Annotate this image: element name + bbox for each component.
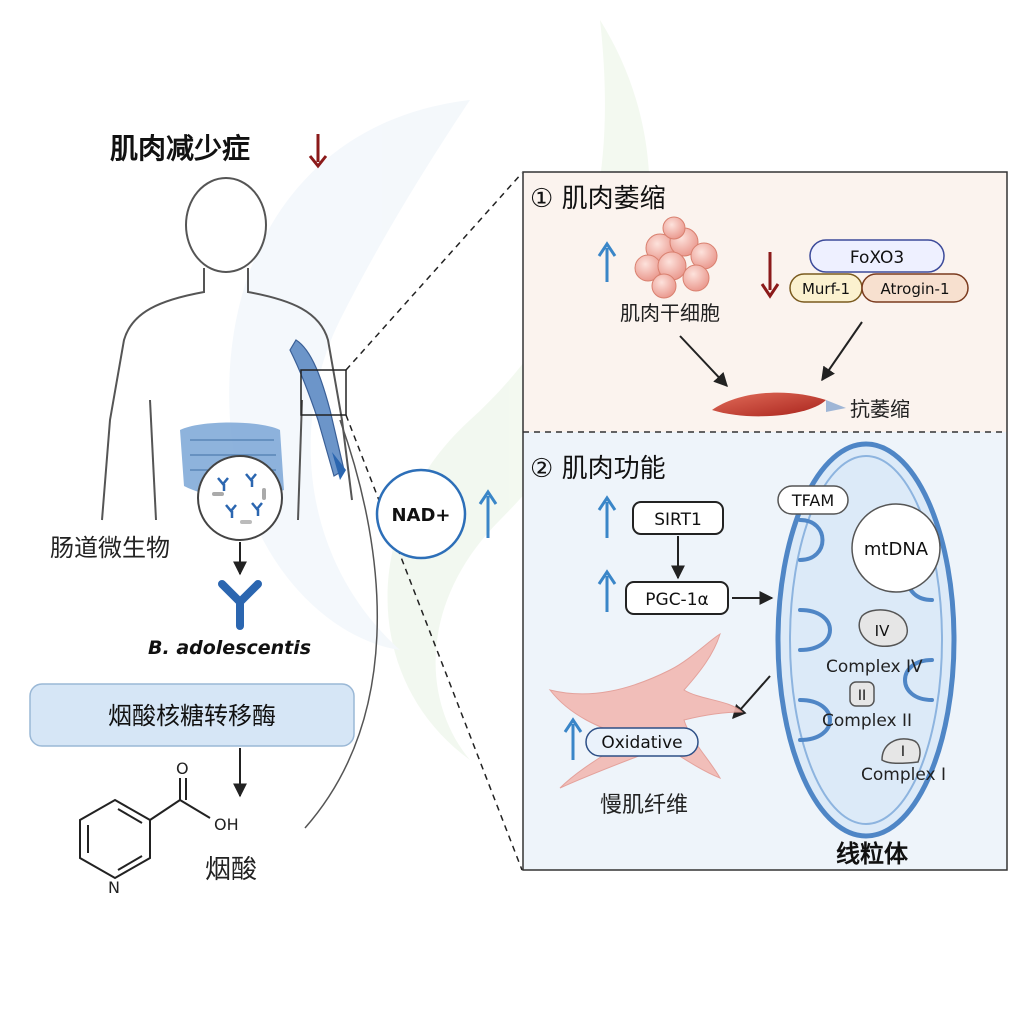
function-section-title: ② 肌肉功能 (530, 454, 666, 484)
gut-microbiota-label: 肠道微生物 (50, 534, 170, 562)
stem-cell-up-arrow-icon (597, 241, 617, 282)
mtdna-label: mtDNA (864, 539, 929, 560)
niacin-label: 烟酸 (205, 855, 257, 885)
foxo3-label: FoXO3 (850, 248, 904, 268)
tfam-box: TFAM (777, 485, 849, 515)
niacin-hydroxyl: OH (214, 815, 239, 834)
complex-iv-label: Complex IV (826, 657, 923, 677)
murf1-box: Murf-1 (789, 273, 863, 303)
complex-ii-label: Complex II (822, 711, 912, 731)
niacin-ring-n: N (108, 878, 120, 897)
tfam-label: TFAM (791, 491, 834, 510)
complex-ii-short-label: II (858, 688, 866, 704)
zoom-box (300, 369, 347, 416)
human-body-outline (101, 177, 353, 521)
sirt1-label: SIRT1 (654, 510, 702, 530)
oxidative-label: Oxidative (601, 733, 682, 753)
microbiome-magnifier-icon (197, 455, 283, 541)
zoom-line-top (345, 172, 523, 371)
sarcopenia-title: 肌肉减少症 (110, 132, 250, 165)
stem-cell-label: 肌肉干细胞 (620, 301, 720, 325)
arrow-stemcell-to-muscle (679, 335, 728, 388)
complex-ii-shape: II (849, 681, 875, 707)
niacin-structure-icon (79, 778, 211, 880)
oxidative-box: Oxidative (585, 727, 699, 757)
atrogin1-box: Atrogin-1 (861, 273, 969, 303)
mtdna-node: mtDNA (851, 503, 941, 593)
atrophy-section-title: ① 肌肉萎缩 (530, 184, 666, 214)
stem-cell-cluster-icon (634, 216, 718, 299)
enzyme-label: 烟酸核糖转移酶 (108, 702, 276, 730)
atrogene-down-arrow-icon (760, 252, 780, 299)
niacin-carboxyl-o: O (176, 759, 189, 778)
zoom-line-bottom (345, 414, 523, 871)
complex-i-shape: I (881, 738, 921, 765)
mitochondria-label: 线粒体 (836, 840, 909, 868)
foxo3-box: FoXO3 (809, 239, 945, 273)
murf1-label: Murf-1 (802, 280, 850, 298)
complex-i-short-label: I (901, 744, 905, 760)
bifidobacterium-icon (218, 580, 262, 630)
nad-up-arrow-icon (478, 489, 498, 538)
slow-fiber-label: 慢肌纤维 (600, 793, 688, 818)
pgc1a-label: PGC-1α (645, 590, 708, 610)
enzyme-box: 烟酸核糖转移酶 (29, 683, 355, 747)
background-swirl (229, 20, 650, 760)
nad-node: NAD+ (375, 468, 467, 560)
complex-iv-shape: IV (858, 609, 909, 648)
niacin-to-nad-arc (304, 419, 379, 829)
pgc1a-up-arrow-icon (597, 569, 617, 612)
complex-i-label: Complex I (861, 765, 946, 785)
sirt1-up-arrow-icon (597, 495, 617, 538)
pgc1a-box: PGC-1α (625, 581, 729, 615)
oxidative-up-arrow-icon (563, 717, 583, 760)
down-arrow-icon (308, 134, 328, 169)
arm-muscle-icon (289, 339, 346, 480)
nad-label: NAD+ (391, 505, 450, 526)
muscle-fiber-icon (712, 392, 846, 417)
sirt1-box: SIRT1 (632, 501, 724, 535)
anti-atrophy-label: 抗萎缩 (850, 397, 910, 421)
bacterium-name: B. adolescentis (148, 637, 311, 659)
complex-iv-short-label: IV (875, 622, 890, 640)
atrogin1-label: Atrogin-1 (880, 280, 949, 298)
arrow-atrogene-to-muscle (821, 321, 863, 382)
